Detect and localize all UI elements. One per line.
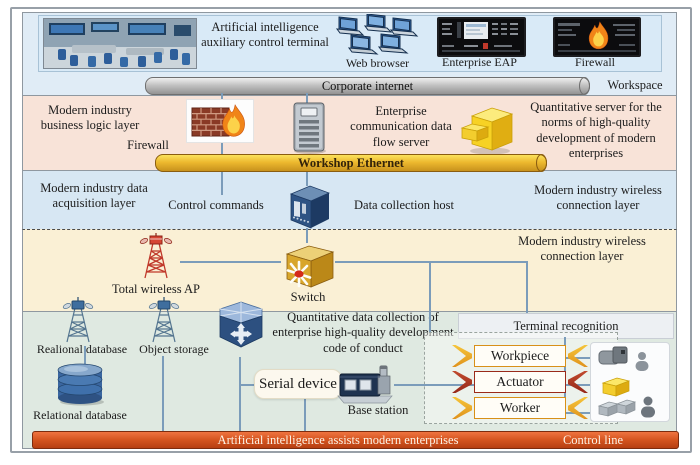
terminal-recognition-label: Terminal recognition <box>513 318 619 333</box>
ai-assist-bus: Artificial intelligence assists modern e… <box>32 431 679 449</box>
connector <box>304 397 306 431</box>
control-line-label: Control line <box>562 433 624 447</box>
corporate-internet-label: Corporate internet <box>321 78 414 93</box>
serial-device-box: Serial device <box>254 369 342 399</box>
ribbon-tail <box>452 371 472 393</box>
switch-icon <box>281 242 337 289</box>
connector <box>239 357 241 431</box>
object-storage-label: Object storage <box>139 342 209 356</box>
ribbon-tail <box>568 397 588 419</box>
worker-label: Worker <box>474 397 566 419</box>
workshop-ethernet-bus: Workshop Ethernet <box>155 154 547 172</box>
firewall-screenshot <box>553 17 641 57</box>
terminal-recognition-box: Terminal recognition <box>458 313 674 339</box>
connector <box>306 93 308 103</box>
control-commands-label: Control commands <box>168 198 264 212</box>
connector <box>429 261 431 332</box>
relational-database-label: Relational database <box>33 408 127 422</box>
connector <box>526 261 528 313</box>
collection-router-icon <box>216 299 266 359</box>
connector <box>84 346 86 364</box>
connector <box>180 261 281 263</box>
base-station-label: Base station <box>347 403 409 417</box>
quant-collection-label: Quantitative data collection of enterpri… <box>272 310 454 355</box>
ribbon-tail <box>568 371 588 393</box>
total-wireless-ap-icon <box>132 233 180 280</box>
quant-server-icon <box>460 100 516 156</box>
pipe-cap <box>536 154 547 172</box>
workspace-label: Workspace <box>607 78 663 92</box>
comm-server-label: Enterprise communication data flow serve… <box>350 104 452 149</box>
control-room-photo <box>43 18 197 69</box>
enterprise-eap-label: Enterprise EAP <box>442 55 517 69</box>
connector <box>306 228 308 243</box>
wireless-layer-label-cream: Modern industry wireless connection laye… <box>518 234 646 264</box>
pipe-cap <box>579 77 590 95</box>
firewall-label: Firewall <box>127 138 169 152</box>
workpiece-ribbon: Workpiece <box>452 345 588 367</box>
ribbon-tail <box>568 345 588 367</box>
corporate-internet-bus: Corporate internet <box>145 77 590 95</box>
relational-database-icon <box>52 362 108 406</box>
data-collection-host-icon <box>283 184 333 230</box>
connector <box>306 171 308 186</box>
data-acquisition-layer-label: Modern industry data acquisition layer <box>40 181 148 211</box>
workpiece-label: Workpiece <box>474 345 566 367</box>
footer-main-label: Artificial intelligence assists modern e… <box>217 433 459 447</box>
actuator-ribbon: Actuator <box>452 371 588 393</box>
connector <box>221 171 223 195</box>
firewall-icon <box>186 99 254 143</box>
switch-label: Switch <box>290 290 326 304</box>
terminal-icons-box <box>590 342 670 422</box>
worker-ribbon: Worker <box>452 397 588 419</box>
actuator-label: Actuator <box>474 371 566 393</box>
firewall-top-label: Firewall <box>575 55 615 69</box>
relational-database-tower-icon <box>56 297 100 343</box>
business-logic-layer-label: Modern industry business logic layer <box>40 103 140 133</box>
workshop-ethernet-label: Workshop Ethernet <box>298 155 404 170</box>
band-wireless <box>22 229 677 311</box>
connector <box>162 356 164 431</box>
connector <box>221 141 223 155</box>
comm-server-icon <box>288 101 330 155</box>
data-collection-host-label: Data collection host <box>354 198 454 212</box>
ribbon-tail <box>452 397 472 419</box>
connector <box>221 93 223 100</box>
web-browser-icon <box>335 14 421 56</box>
total-wireless-ap-label: Total wireless AP <box>111 282 200 296</box>
band-data-acquisition <box>22 170 677 229</box>
wireless-layer-label-blue: Modern industry wireless connection laye… <box>534 183 662 213</box>
web-browser-label: Web browser <box>345 56 410 70</box>
ribbon-tail <box>452 345 472 367</box>
serial-device-label: Serial device <box>259 375 337 392</box>
base-station-icon <box>336 364 396 404</box>
connector <box>335 261 527 263</box>
connector <box>239 384 255 386</box>
object-storage-tower-icon <box>142 297 186 343</box>
connector <box>564 357 591 359</box>
enterprise-eap-screenshot <box>437 17 526 57</box>
ai-terminal-label: Artificial intelligence auxiliary contro… <box>201 20 329 50</box>
realional-database-label: Realional database <box>36 342 128 356</box>
quant-server-label: Quantitative server for the norms of hig… <box>530 100 662 160</box>
